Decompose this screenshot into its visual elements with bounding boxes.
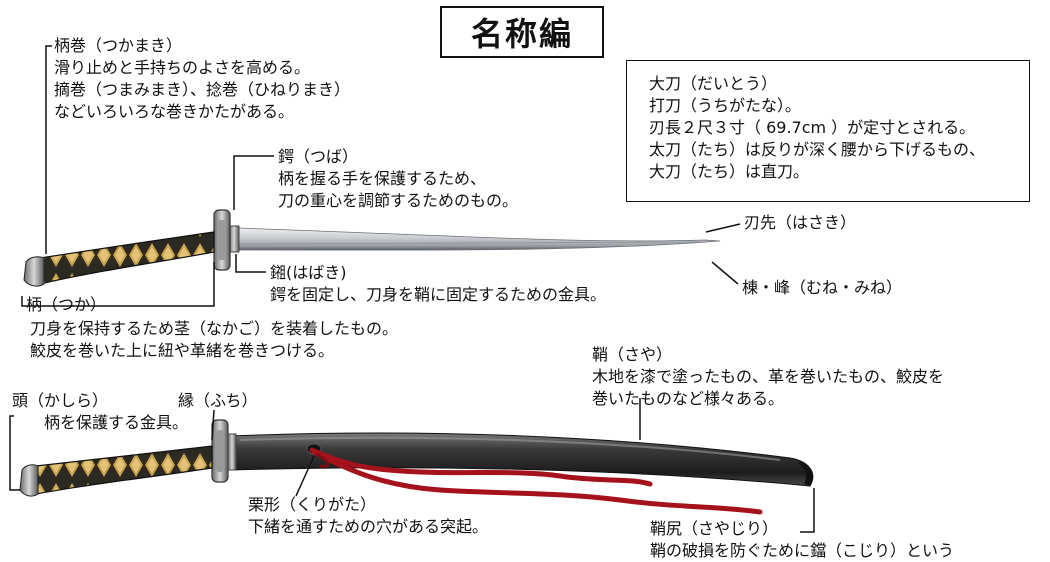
info-line: 刃長２尺３寸（ 69.7cm ）が定寸とされる。 bbox=[649, 118, 976, 137]
sheathed-katana bbox=[19, 419, 814, 515]
tsukamaki-desc: 滑り止めと手持ちのよさを高める。 bbox=[54, 58, 311, 77]
sageo-cord bbox=[309, 447, 653, 487]
mune-name: 棟・峰（むね・みね） bbox=[742, 278, 903, 297]
kashira-shape bbox=[23, 256, 45, 287]
kojiri-name: 鞘尻（さやじり） bbox=[650, 519, 779, 538]
tsuba-desc: 刀の重心を調節するためのもの。 bbox=[278, 191, 519, 210]
kashira-name: 頭（かしら） bbox=[12, 391, 109, 410]
saya-name: 鞘（さや） bbox=[592, 345, 673, 364]
tsukamaki-name: 柄巻（つかまき） bbox=[54, 36, 183, 55]
info-line: 太刀（たち）は反りが深く腰から下げるもの、 bbox=[649, 140, 986, 159]
info-line: 打刀（うちがたな）。 bbox=[649, 96, 802, 115]
tsuba-name: 鍔（つば） bbox=[278, 147, 359, 166]
drawn-katana bbox=[23, 209, 721, 287]
habaki-desc: 鍔を固定し、刀身を鞘に固定するための金具。 bbox=[270, 285, 607, 304]
tsuka-name: 柄（つか） bbox=[26, 295, 107, 314]
tsuka-desc: 刀身を保持するため茎（なかご）を装着したもの。 bbox=[30, 319, 399, 338]
kurikata-desc: 下緒を通すための穴がある突起。 bbox=[248, 517, 489, 536]
kojiri-desc: 鞘の破損を防ぐために鐺（こじり）という bbox=[650, 541, 955, 560]
tsukamaki-desc: 摘巻（つまみまき）、捻巻（ひねりまき） bbox=[54, 80, 351, 99]
kurikata-name: 栗形（くりがた） bbox=[248, 495, 377, 514]
info-line: 大刀（たち）は直刀。 bbox=[649, 162, 810, 181]
tsuka-shape bbox=[39, 231, 215, 285]
info-line: 大刀（だいとう） bbox=[649, 74, 778, 93]
tsuba-desc: 柄を握る手を保護するため、 bbox=[278, 169, 487, 188]
kissaki-name: 刃先（はさき） bbox=[744, 213, 857, 232]
katana-info-box: 大刀（だいとう） 打刀（うちがたな）。 刃長２尺３寸（ 69.7cm ）が定寸と… bbox=[626, 60, 1030, 202]
page-title: 名称編 bbox=[440, 6, 604, 58]
habaki-name: 鎺(はばき) bbox=[270, 263, 347, 282]
tsukamaki-desc: などいろいろな巻きかたがある。 bbox=[54, 102, 295, 121]
katana-diagram: 名称編 大刀（だいとう） 打刀（うちがたな）。 刃長２尺３寸（ 69.7cm ）… bbox=[9, 6, 1030, 560]
blade-shape bbox=[235, 227, 721, 251]
tsuka-desc: 鮫皮を巻いた上に紐や革緒を巻きつける。 bbox=[30, 341, 335, 360]
leader-lines bbox=[9, 45, 815, 533]
fuchi-name: 縁（ふち） bbox=[178, 391, 258, 410]
saya-desc: 木地を漆で塗ったもの、革を巻いたもの、鮫皮を bbox=[592, 367, 945, 386]
diagram-artwork bbox=[9, 45, 815, 533]
kashira-desc: 柄を保護する金具。 bbox=[44, 413, 189, 432]
saya-desc: 巻いたものなど様々ある。 bbox=[592, 389, 785, 408]
